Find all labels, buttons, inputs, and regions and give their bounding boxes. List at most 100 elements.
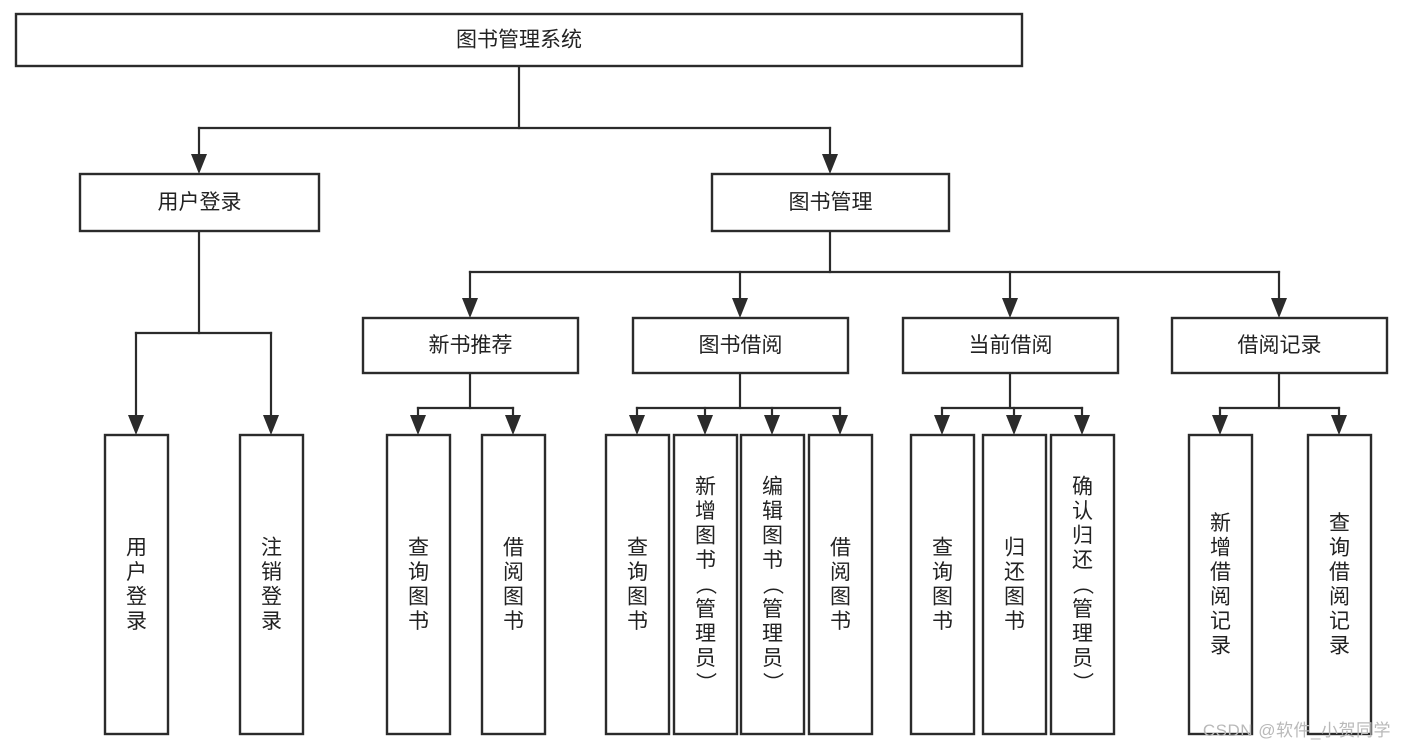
node-root[interactable] bbox=[14, 12, 1024, 68]
arrow-level3-1 bbox=[732, 298, 748, 318]
node-book-manage[interactable] bbox=[710, 172, 951, 233]
node-borrow-record[interactable] bbox=[1170, 316, 1389, 375]
node-leaf-query-book-1[interactable] bbox=[385, 433, 452, 736]
svg-text:用: 用 bbox=[126, 537, 147, 560]
svg-text:查: 查 bbox=[932, 537, 953, 560]
svg-text:图: 图 bbox=[695, 524, 716, 547]
svg-text:新: 新 bbox=[1210, 512, 1231, 535]
arrow-level3-2 bbox=[1002, 298, 1018, 318]
svg-text:编: 编 bbox=[762, 475, 783, 498]
node-leaf-borrow-book-1[interactable] bbox=[480, 433, 547, 736]
arrow-group-0-leaf-0 bbox=[410, 415, 426, 435]
svg-text:（: （ bbox=[1071, 574, 1094, 595]
arrow-group-2-leaf-0 bbox=[934, 415, 950, 435]
svg-text:录: 录 bbox=[1210, 635, 1231, 658]
svg-text:书: 书 bbox=[503, 610, 524, 633]
node-leaf-user-login[interactable] bbox=[103, 433, 170, 736]
node-book-manage-label: 图书管理 bbox=[789, 191, 873, 214]
node-leaf-edit-book[interactable] bbox=[739, 433, 806, 736]
svg-text:确: 确 bbox=[1072, 475, 1093, 498]
node-leaf-query-book-2[interactable] bbox=[604, 433, 671, 736]
svg-text:询: 询 bbox=[408, 561, 429, 584]
arrow-group-1-leaf-1 bbox=[697, 415, 713, 435]
node-leaf-user-login-label: 用户登录 bbox=[126, 537, 147, 634]
svg-text:户: 户 bbox=[126, 561, 147, 584]
svg-text:阅: 阅 bbox=[830, 561, 851, 584]
svg-text:录: 录 bbox=[126, 610, 147, 633]
svg-text:图: 图 bbox=[1004, 586, 1025, 609]
svg-text:员: 员 bbox=[1072, 647, 1093, 670]
node-user-login[interactable] bbox=[78, 172, 321, 233]
svg-text:归: 归 bbox=[1072, 524, 1093, 547]
node-leaf-borrow-book-2[interactable] bbox=[807, 433, 874, 736]
svg-text:查: 查 bbox=[408, 537, 429, 560]
arrow-group-1-leaf-3 bbox=[832, 415, 848, 435]
svg-text:（: （ bbox=[694, 574, 717, 595]
svg-text:新: 新 bbox=[695, 475, 716, 498]
box-layer bbox=[14, 12, 1389, 736]
label-layer: 图书管理系统用户登录图书管理新书推荐图书借阅当前借阅借阅记录用户登录注销登录查询… bbox=[126, 29, 1350, 693]
arrow-group-1-leaf-2 bbox=[764, 415, 780, 435]
arrow-group-0-leaf-1 bbox=[505, 415, 521, 435]
svg-text:借: 借 bbox=[503, 537, 524, 560]
svg-text:书: 书 bbox=[932, 610, 953, 633]
arrow-group-3-leaf-1 bbox=[1331, 415, 1347, 435]
node-user-login-label: 用户登录 bbox=[158, 191, 242, 214]
arrow-group-2-leaf-2 bbox=[1074, 415, 1090, 435]
svg-text:员: 员 bbox=[762, 647, 783, 670]
svg-text:理: 理 bbox=[1072, 622, 1093, 645]
svg-text:询: 询 bbox=[932, 561, 953, 584]
svg-text:理: 理 bbox=[762, 622, 783, 645]
node-root-label: 图书管理系统 bbox=[456, 29, 582, 52]
svg-text:阅: 阅 bbox=[1329, 586, 1350, 609]
svg-text:增: 增 bbox=[695, 500, 716, 523]
svg-text:录: 录 bbox=[1329, 635, 1350, 658]
svg-text:管: 管 bbox=[695, 598, 716, 621]
node-leaf-query-record[interactable] bbox=[1306, 433, 1373, 736]
svg-text:图: 图 bbox=[503, 586, 524, 609]
svg-text:注: 注 bbox=[261, 537, 282, 560]
node-leaf-query-book-3[interactable] bbox=[909, 433, 976, 736]
arrow-userlogin-leaf-1 bbox=[263, 415, 279, 435]
connector-layer bbox=[128, 64, 1347, 435]
svg-text:书: 书 bbox=[762, 549, 783, 572]
node-current-borrow[interactable] bbox=[901, 316, 1120, 375]
svg-text:辑: 辑 bbox=[762, 500, 783, 523]
svg-text:归: 归 bbox=[1004, 537, 1025, 560]
node-leaf-add-record[interactable] bbox=[1187, 433, 1254, 736]
node-leaf-confirm-return[interactable] bbox=[1049, 433, 1116, 736]
svg-text:询: 询 bbox=[1329, 537, 1350, 560]
svg-text:记: 记 bbox=[1329, 610, 1350, 633]
svg-text:销: 销 bbox=[261, 561, 282, 584]
arrow-group-2-leaf-1 bbox=[1006, 415, 1022, 435]
svg-text:查: 查 bbox=[627, 537, 648, 560]
node-book-borrow[interactable] bbox=[631, 316, 850, 375]
arrow-level2-1 bbox=[822, 154, 838, 174]
arrow-userlogin-leaf-0 bbox=[128, 415, 144, 435]
svg-text:阅: 阅 bbox=[1210, 586, 1231, 609]
node-leaf-return-book[interactable] bbox=[981, 433, 1048, 736]
svg-text:登: 登 bbox=[261, 586, 282, 609]
svg-text:图: 图 bbox=[932, 586, 953, 609]
svg-text:图: 图 bbox=[408, 586, 429, 609]
arrow-level2-0 bbox=[191, 154, 207, 174]
node-leaf-add-book[interactable] bbox=[672, 433, 739, 736]
svg-text:增: 增 bbox=[1210, 537, 1231, 560]
svg-text:书: 书 bbox=[695, 549, 716, 572]
svg-text:（: （ bbox=[761, 574, 784, 595]
arrow-level3-3 bbox=[1271, 298, 1287, 318]
node-leaf-user-logout[interactable] bbox=[238, 433, 305, 736]
svg-text:记: 记 bbox=[1210, 610, 1231, 633]
node-new-book-recommend[interactable] bbox=[361, 316, 580, 375]
svg-text:理: 理 bbox=[695, 622, 716, 645]
